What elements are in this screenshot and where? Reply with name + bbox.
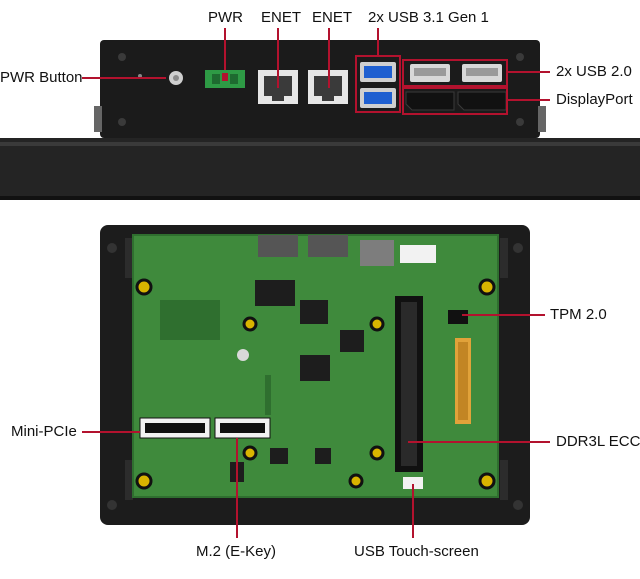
label-enet-2: ENET	[312, 9, 353, 26]
screw	[118, 118, 126, 126]
screw	[516, 118, 524, 126]
displayport-ports	[405, 91, 507, 111]
mounting-holes	[135, 278, 496, 490]
label-minipcie: Mini-PCIe	[11, 423, 77, 440]
label-tpm: TPM 2.0	[550, 306, 607, 323]
mainboard-pcb	[132, 234, 499, 498]
label-enet-1: ENET	[261, 9, 302, 26]
usb31-port-stack	[360, 62, 396, 108]
callout-lines	[82, 28, 550, 538]
label-usb20: 2x USB 2.0	[556, 63, 632, 80]
label-m2: M.2 (E-Key)	[196, 543, 277, 560]
label-pwr-button: PWR Button	[0, 69, 83, 86]
mount-bracket-left	[94, 106, 102, 132]
mount-bracket-right	[538, 106, 546, 132]
callout-box-usb31	[355, 55, 401, 113]
label-displayport: DisplayPort	[556, 91, 633, 108]
tpm-header	[448, 310, 468, 324]
display-bezel	[0, 138, 640, 200]
screw	[516, 53, 524, 61]
label-usb31: 2x USB 3.1 Gen 1	[368, 9, 489, 26]
label-pwr: PWR	[208, 9, 243, 26]
usb-touch-connector	[403, 477, 423, 489]
screw	[118, 53, 126, 61]
label-usb-touch: USB Touch-screen	[354, 543, 479, 560]
label-ddr: DDR3L ECC S	[556, 433, 640, 450]
usb20-ports	[410, 64, 502, 82]
